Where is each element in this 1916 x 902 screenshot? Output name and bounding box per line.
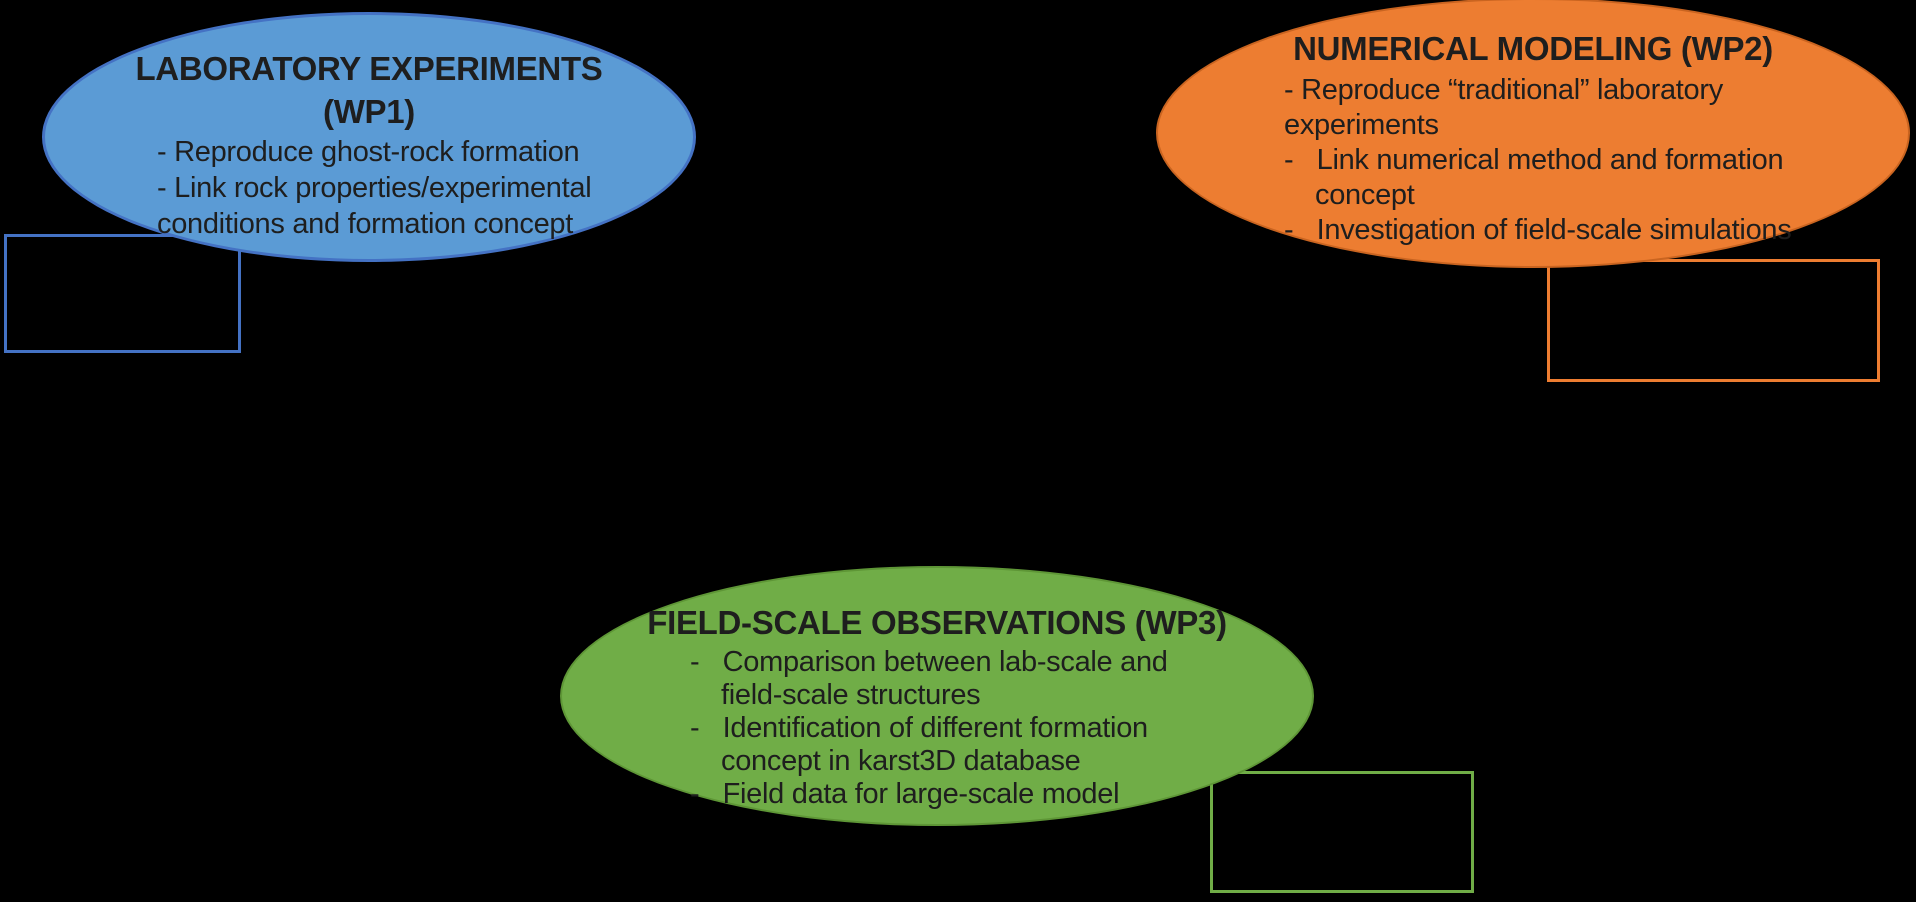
wp2-bullet-line: concept bbox=[1284, 179, 1415, 211]
wp3-bullet-line: - Comparison between lab-scale and bbox=[690, 646, 1168, 678]
wp2-bullet-line: experiments bbox=[1284, 109, 1439, 141]
wp1-bullet-line: - Link rock properties/experimental bbox=[157, 172, 592, 204]
wp3-bullet-line: field-scale structures bbox=[690, 679, 981, 711]
wp2-bullet-line: - Investigation of field-scale simulatio… bbox=[1284, 214, 1792, 246]
wp2-bullet-line: - Link numerical method and formation bbox=[1284, 144, 1784, 176]
wp3-bullet-line: - Identification of different formation bbox=[690, 712, 1148, 744]
wp2-ellipse: NUMERICAL MODELING (WP2) - Reproduce “tr… bbox=[1156, 0, 1910, 268]
wp1-outline-box bbox=[4, 234, 241, 353]
wp3-title: FIELD-SCALE OBSERVATIONS (WP3) bbox=[647, 604, 1227, 641]
wp1-title: LABORATORY EXPERIMENTS (WP1) bbox=[45, 47, 693, 133]
wp3-ellipse: FIELD-SCALE OBSERVATIONS (WP3) - Compari… bbox=[560, 566, 1314, 826]
wp1-title-line1: LABORATORY EXPERIMENTS bbox=[135, 50, 603, 87]
wp1-ellipse: LABORATORY EXPERIMENTS (WP1) - Reproduce… bbox=[42, 12, 696, 262]
wp2-outline-box bbox=[1547, 259, 1880, 382]
wp2-title: NUMERICAL MODELING (WP2) bbox=[1293, 30, 1773, 67]
wp2-bullet-list: - Reproduce “traditional” laboratory exp… bbox=[1284, 73, 1792, 248]
wp3-bullet-line: - Field data for large-scale model bbox=[690, 778, 1120, 810]
wp3-bullet-line: concept in karst3D database bbox=[690, 745, 1081, 777]
wp2-bullet-line: - Reproduce “traditional” laboratory bbox=[1284, 74, 1723, 106]
wp3-bullet-list: - Comparison between lab-scale and field… bbox=[690, 646, 1168, 811]
wp1-title-line2: (WP1) bbox=[323, 93, 415, 130]
wp1-bullet-list: - Reproduce ghost-rock formation - Link … bbox=[157, 134, 592, 242]
wp3-outline-box bbox=[1210, 771, 1474, 893]
wp1-bullet-line: conditions and formation concept bbox=[157, 208, 573, 240]
wp1-bullet-line: - Reproduce ghost-rock formation bbox=[157, 136, 580, 168]
